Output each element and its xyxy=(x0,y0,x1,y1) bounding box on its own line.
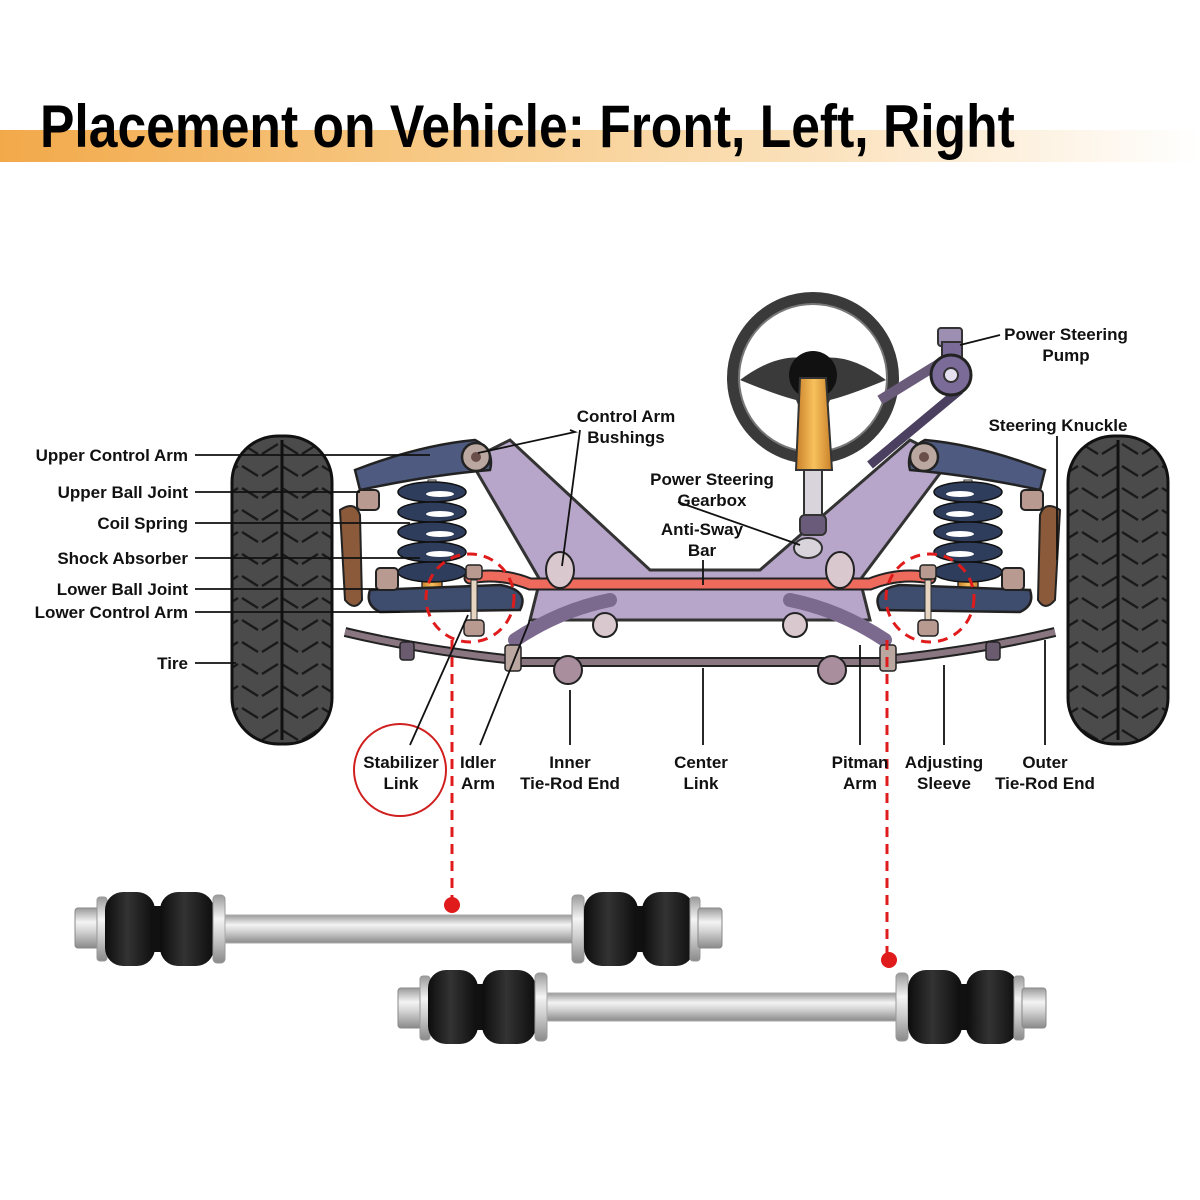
label-power-steering-gearbox-2: Gearbox xyxy=(678,491,748,510)
left-stabilizer-link-diagram xyxy=(463,564,485,637)
product-stabilizer-link-2 xyxy=(397,970,1047,1044)
label-power-steering-pump-2: Pump xyxy=(1042,346,1089,365)
label-center-link-1: Center xyxy=(674,753,728,772)
left-lower-control-arm xyxy=(367,583,524,614)
label-upper-control-arm: Upper Control Arm xyxy=(36,446,188,465)
right-connector-dot xyxy=(881,952,897,968)
label-idler-arm-2: Arm xyxy=(461,774,495,793)
label-adjusting-sleeve-1: Adjusting xyxy=(905,753,983,772)
right-highlight-circle xyxy=(884,552,976,644)
leader-lines xyxy=(195,334,1058,746)
label-upper-ball-joint: Upper Ball Joint xyxy=(58,483,189,502)
label-anti-sway-bar-2: Bar xyxy=(688,541,717,560)
label-pitman-arm-1: Pitman xyxy=(832,753,889,772)
left-coil-spring xyxy=(397,479,467,591)
label-inner-tie-rod-end-1: Inner xyxy=(549,753,591,772)
stabilizer-label-circle xyxy=(353,723,447,817)
page-title: Placement on Vehicle: Front, Left, Right xyxy=(40,93,1015,160)
right-tire xyxy=(1066,434,1170,746)
left-tire xyxy=(230,434,334,746)
label-center-link-2: Link xyxy=(684,774,719,793)
label-pitman-arm-2: Arm xyxy=(843,774,877,793)
label-steering-knuckle: Steering Knuckle xyxy=(989,416,1128,435)
label-power-steering-gearbox-1: Power Steering xyxy=(650,470,774,489)
title-banner xyxy=(0,130,1200,162)
label-shock-absorber: Shock Absorber xyxy=(57,549,188,568)
label-control-arm-bushings-1: Control Arm xyxy=(577,407,676,426)
label-anti-sway-bar-1: Anti-Sway xyxy=(661,520,744,539)
steering-linkage xyxy=(343,627,1057,685)
steering-column xyxy=(793,377,834,559)
right-steering-knuckle xyxy=(1036,505,1062,607)
right-lower-control-arm xyxy=(876,583,1033,614)
label-lower-control-arm: Lower Control Arm xyxy=(35,603,188,622)
product-stabilizer-link-1 xyxy=(74,892,723,966)
label-stabilizer-link-1: Stabilizer xyxy=(363,753,439,772)
right-upper-ball-joint xyxy=(1020,489,1044,511)
left-steering-knuckle xyxy=(338,505,364,607)
label-inner-tie-rod-end-2: Tie-Rod End xyxy=(520,774,620,793)
power-steering-pump xyxy=(867,327,973,469)
label-power-steering-pump-1: Power Steering xyxy=(1004,325,1128,344)
label-control-arm-bushings-2: Bushings xyxy=(587,428,664,447)
pitman-arm xyxy=(783,593,892,647)
label-lower-ball-joint: Lower Ball Joint xyxy=(57,580,189,599)
left-lower-ball-joint xyxy=(375,567,399,591)
frame-bushings xyxy=(545,551,855,638)
left-connector-dot xyxy=(444,897,460,913)
label-tire: Tire xyxy=(157,654,188,673)
left-highlight-circle xyxy=(424,552,516,644)
label-coil-spring: Coil Spring xyxy=(97,514,188,533)
right-stabilizer-link-diagram xyxy=(917,564,939,637)
right-coil-spring xyxy=(933,479,1003,591)
label-outer-tie-rod-end-2: Tie-Rod End xyxy=(995,774,1095,793)
label-idler-arm-1: Idler xyxy=(460,753,496,772)
left-upper-ball-joint xyxy=(356,489,380,511)
label-stabilizer-link-2: Link xyxy=(384,774,419,793)
label-outer-tie-rod-end-1: Outer xyxy=(1022,753,1068,772)
label-adjusting-sleeve-2: Sleeve xyxy=(917,774,971,793)
right-lower-ball-joint xyxy=(1001,567,1025,591)
